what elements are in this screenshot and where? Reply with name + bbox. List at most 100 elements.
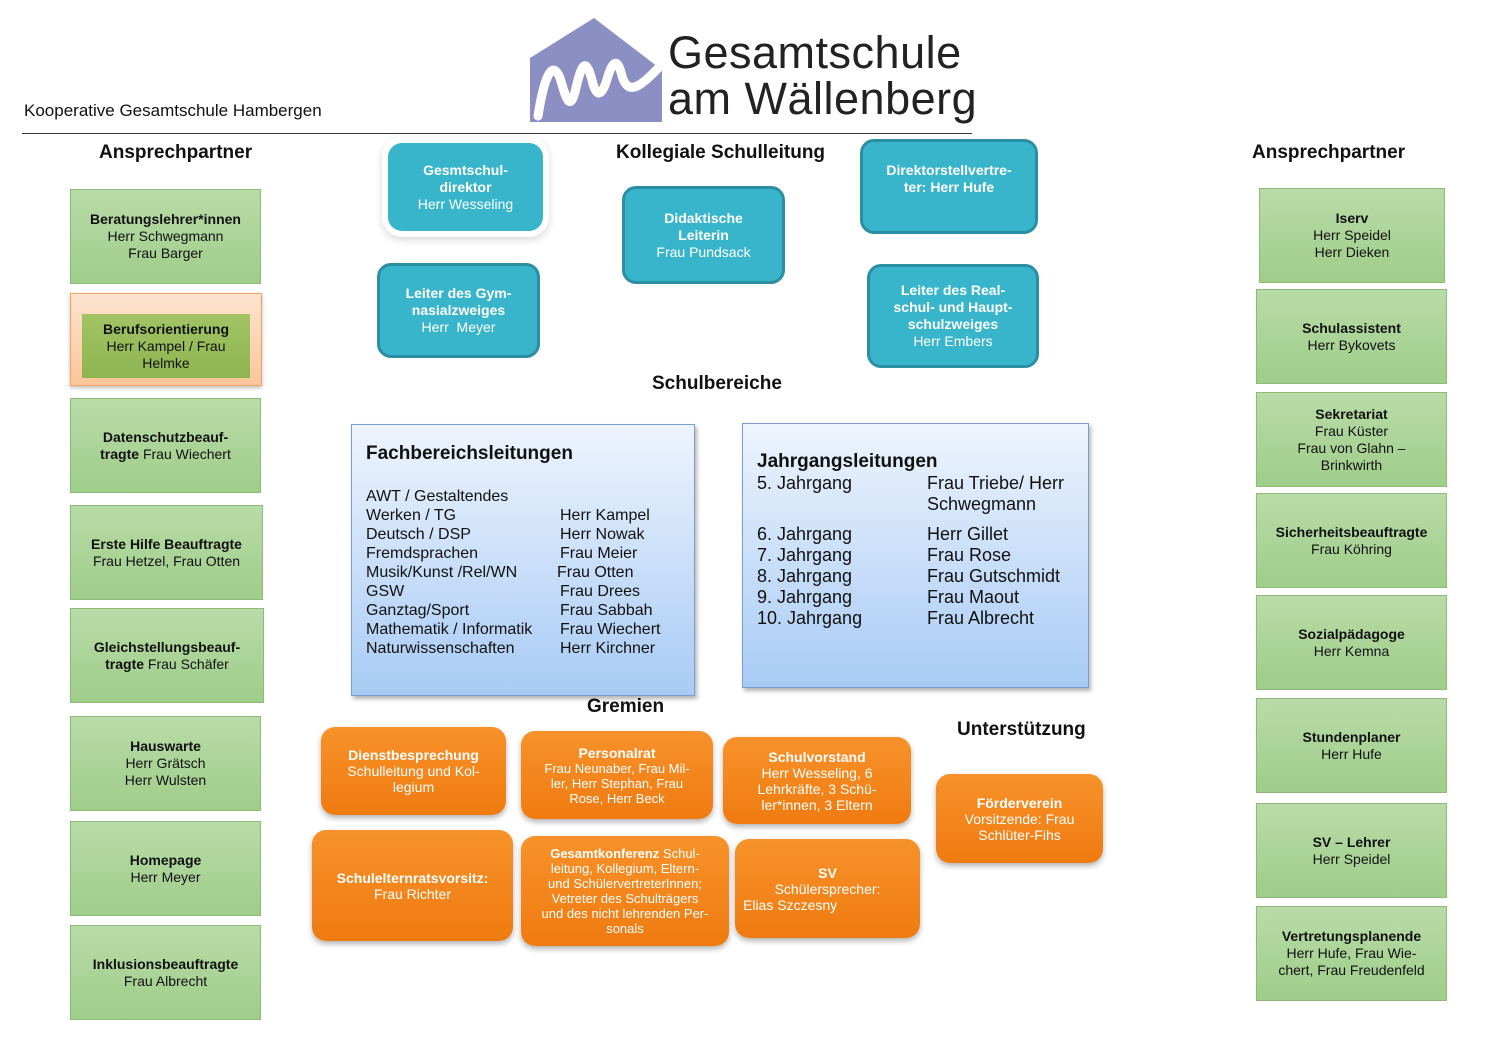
contact-card-beratung[interactable]: Beratungslehrer*innen Herr Schwegmann Fr… [70, 189, 261, 284]
contact-name: Frau Schäfer [147, 655, 229, 672]
contact-name: Frau Albrecht [123, 972, 208, 989]
logo-line-2: am Wällenberg [668, 73, 978, 124]
contact-name: Frau Köhring [1311, 540, 1392, 557]
contact-title: SV – Lehrer [1312, 833, 1391, 850]
leader-card-realschule[interactable]: Leiter des Real- schul- und Haupt- schul… [867, 264, 1039, 368]
logo-wordmark: Gesamtschule am Wällenberg [668, 30, 977, 122]
heading-left-contacts: Ansprechpartner [99, 142, 253, 163]
grade-head: Frau Albrecht [927, 608, 1035, 628]
contact-title: Gleichstellungsbeauf- [93, 638, 241, 655]
committee-card-dienstbesprechung[interactable]: Dienstbesprechung Schulleitung und Kol- … [321, 727, 506, 815]
contact-card-schulassistent[interactable]: Schulassistent Herr Bykovets [1256, 289, 1447, 384]
leader-title: Gesmtschul- [423, 161, 508, 178]
heading-leadership: Kollegiale Schulleitung [616, 142, 826, 163]
committee-line: Lehrkräfte, 3 Schü- [757, 780, 877, 797]
contact-title: Iserv [1335, 210, 1369, 226]
department-head: Herr Kampel [560, 507, 650, 524]
contact-title: Homepage [129, 851, 202, 868]
contact-name: Herr Speidel [1312, 850, 1391, 867]
heading-committees: Gremien [587, 696, 665, 717]
support-line: Vorsitzende: Frau [964, 810, 1075, 827]
grade-label: 7. Jahrgang [757, 545, 853, 565]
committee-line: ler*innen, 3 Eltern [761, 796, 873, 813]
committee-card-gesamtkonferenz[interactable]: Gesamtkonferenz Schul- leitung, Kollegiu… [521, 836, 729, 946]
department-head: Herr Nowak [560, 526, 645, 543]
leader-title: Leiter des Real- [900, 282, 1006, 298]
contact-card-inklusion[interactable]: Inklusionsbeauftragte Frau Albrecht [70, 925, 261, 1020]
leader-card-gymnasium[interactable]: Leiter des Gym- nasialzweiges Herr Meyer [377, 263, 540, 358]
contact-name: Herr Schwegmann [107, 228, 224, 244]
committee-line: sonals [606, 921, 644, 936]
contact-title: Sicherheitsbeauftragte [1275, 523, 1428, 540]
committee-title: Dienstbesprechung [348, 747, 479, 763]
department-subject: Naturwissenschaften [366, 640, 515, 657]
committee-card-schulelternrat[interactable]: Schulelternratsvorsitz: Frau Richter [312, 830, 513, 941]
leader-title: schul- und Haupt- [893, 299, 1013, 315]
leader-title: Leiterin [678, 226, 729, 243]
leader-card-director[interactable]: Gesmtschul- direktor Herr Wesseling [388, 143, 543, 231]
support-card-foerderverein[interactable]: Förderverein Vorsitzende: Frau Schlüter-… [936, 774, 1103, 863]
contact-card-sicherheit[interactable]: Sicherheitsbeauftragte Frau Köhring [1256, 493, 1447, 588]
contact-title: Inklusionsbeauftragte [92, 955, 239, 972]
leader-title: Direktorstellvertre- [886, 162, 1012, 178]
panel-title: Jahrgangsleitungen [757, 451, 938, 472]
committee-title: Gesamtkonferenz [550, 846, 660, 861]
committee-title: Schulvorstand [768, 748, 866, 765]
grade-label: 6. Jahrgang [757, 524, 853, 544]
contact-name: Frau Barger [128, 245, 203, 261]
contact-title: Erste Hilfe Beauftragte [91, 535, 242, 552]
contact-name: Frau Küster [1314, 422, 1389, 439]
contact-title: Hauswarte [130, 738, 201, 754]
contact-card-sozialpaedagoge[interactable]: Sozialpädagoge Herr Kemna [1256, 595, 1447, 690]
department-head: Frau Drees [560, 583, 641, 600]
contact-card-sekretariat[interactable]: Sekretariat Frau Küster Frau von Glahn –… [1256, 392, 1447, 487]
leader-card-deputy[interactable]: Direktorstellvertre- ter: Herr Hufe [860, 139, 1038, 234]
school-logo-icon [530, 18, 662, 122]
grade-head: Frau Rose [927, 545, 1012, 565]
department-head: Frau Meier [560, 545, 638, 562]
contact-title: Sekretariat [1315, 405, 1388, 422]
leader-title: Leiter des Gym- [405, 285, 512, 301]
committee-card-sv[interactable]: SV Schülersprecher: Elias Szczesny [735, 839, 920, 938]
contact-title: Stundenplaner [1302, 728, 1401, 745]
committee-card-personalrat[interactable]: Personalrat Frau Neunaber, Frau Mil- ler… [521, 731, 713, 819]
contact-card-iserv[interactable]: Iserv Herr Speidel Herr Dieken [1259, 188, 1445, 283]
contact-card-datenschutz[interactable]: Datenschutzbeauf- tragte Frau Wiechert [70, 398, 261, 493]
department-subject: Ganztag/Sport [366, 602, 470, 619]
heading-school-areas: Schulbereiche [652, 373, 782, 394]
committee-line: Rose, Herr Beck [569, 790, 665, 806]
contact-name: Frau Hetzel, Frau Otten [92, 552, 241, 569]
department-head: Frau Wiechert [560, 621, 661, 638]
committee-line: Schülersprecher: [774, 880, 881, 897]
department-head: Frau Sabbah [560, 602, 653, 619]
leader-name: Herr Embers [913, 333, 993, 349]
contact-card-homepage[interactable]: Homepage Herr Meyer [70, 821, 261, 916]
leader-title: ter: Herr Hufe [903, 179, 995, 195]
leader-title: nasialzweiges [411, 302, 506, 318]
contact-title-cont: tragte [105, 655, 145, 672]
grade-label: 5. Jahrgang [757, 473, 853, 493]
leader-card-didactic[interactable]: Didaktische Leiterin Frau Pundsack [622, 186, 785, 284]
committee-line: ler, Herr Stephan, Frau [550, 775, 684, 791]
committee-card-schulvorstand[interactable]: Schulvorstand Herr Wesseling, 6 Lehrkräf… [723, 737, 911, 824]
contact-name: Frau von Glahn – [1297, 439, 1406, 456]
contact-name: Herr Meyer [130, 868, 201, 885]
contact-card-hauswarte[interactable]: Hauswarte Herr Grätsch Herr Wulsten [70, 716, 261, 811]
department-heads-panel: Fachbereichsleitungen AWT / Gestaltendes… [351, 424, 695, 696]
committee-line: Vetreter des Schulträgers [551, 891, 699, 906]
contact-card-stundenplaner[interactable]: Stundenplaner Herr Hufe [1256, 698, 1447, 793]
committee-line: Herr Wesseling, 6 [761, 764, 873, 781]
grade-label: 8. Jahrgang [757, 566, 853, 586]
contact-card-erste-hilfe[interactable]: Erste Hilfe Beauftragte Frau Hetzel, Fra… [70, 505, 263, 600]
department-subject: Mathematik / Informatik [366, 621, 533, 638]
committee-line: Schulleitung und Kol- [347, 763, 480, 779]
logo-line-1: Gesamtschule [668, 27, 962, 78]
contact-card-sv-lehrer[interactable]: SV – Lehrer Herr Speidel [1256, 803, 1447, 898]
contact-card-vertretung[interactable]: Vertretungsplanende Herr Hufe, Frau Wie-… [1256, 906, 1447, 1001]
department-subject: Musik/Kunst /Rel/WN [366, 564, 518, 581]
contact-card-gleichstellung[interactable]: Gleichstellungsbeauf- tragte Frau Schäfe… [70, 608, 264, 703]
leader-name: Frau Pundsack [656, 243, 751, 260]
header-divider [22, 133, 972, 134]
contact-card-berufsorientierung[interactable]: Berufsorientierung Herr Kampel / Frau He… [70, 293, 262, 386]
contact-name: chert, Frau Freudenfeld [1278, 962, 1425, 978]
